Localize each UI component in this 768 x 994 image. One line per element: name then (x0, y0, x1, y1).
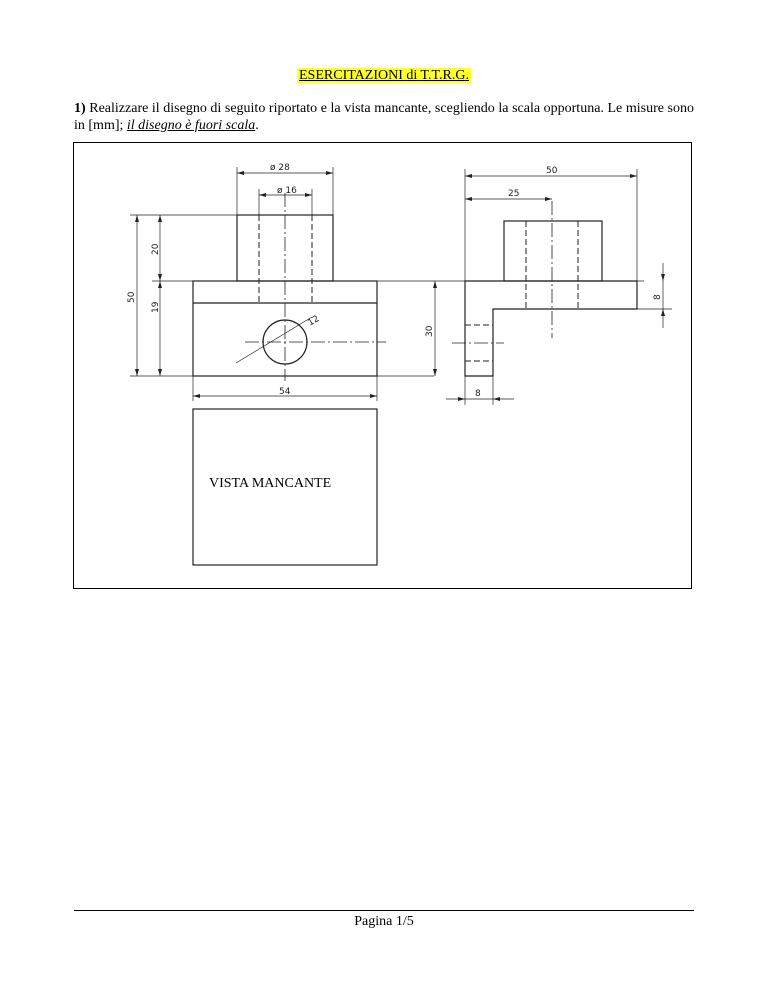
dim-w54: 54 (279, 387, 291, 397)
dim-h8: 8 (653, 294, 663, 300)
dim-d16: ø 16 (277, 186, 297, 196)
front-dimension-lines (130, 167, 644, 401)
drawing-frame: ø 28 ø 16 50 20 19 54 30 12 50 25 8 8 VI… (73, 142, 692, 589)
side-dimension-arrows (458, 174, 665, 401)
side-hidden-lines (465, 221, 579, 362)
dim-w25: 25 (508, 189, 519, 199)
dim-d28: ø 28 (270, 163, 290, 173)
dim-r12: 12 (306, 314, 321, 329)
missing-view-box (192, 408, 378, 566)
dim-w8: 8 (475, 389, 481, 399)
exercise-end: . (255, 118, 259, 133)
exercise-body: Realizzare il disegno di seguito riporta… (74, 101, 694, 133)
exercise-text: 1) Realizzare il disegno di seguito ripo… (74, 100, 694, 134)
exercise-emphasis: il disegno è fuori scala (126, 118, 256, 133)
page-title: ESERCITAZIONI di T.T.R.G. (0, 68, 768, 84)
exercise-number: 1) (74, 101, 86, 116)
dim-h20: 20 (151, 243, 161, 255)
missing-view-label: VISTA MANCANTE (209, 476, 331, 491)
side-center-lines (452, 201, 553, 344)
dim-h30: 30 (425, 325, 435, 337)
dim-h50: 50 (127, 291, 137, 303)
side-dimension-lines (446, 169, 672, 405)
side-cylinder (503, 220, 603, 282)
dim-w50: 50 (546, 166, 558, 176)
title-text: ESERCITAZIONI di T.T.R.G. (297, 68, 471, 83)
side-profile (464, 280, 638, 377)
front-hidden-lines (258, 215, 313, 303)
page-number: Pagina 1/5 (354, 914, 414, 929)
footer-divider (74, 910, 694, 911)
dim-h19: 19 (151, 301, 161, 313)
front-center-lines (245, 193, 386, 381)
dimension-arrows (135, 171, 437, 398)
technical-drawing: ø 28 ø 16 50 20 19 54 30 12 50 25 8 8 VI… (127, 163, 672, 566)
